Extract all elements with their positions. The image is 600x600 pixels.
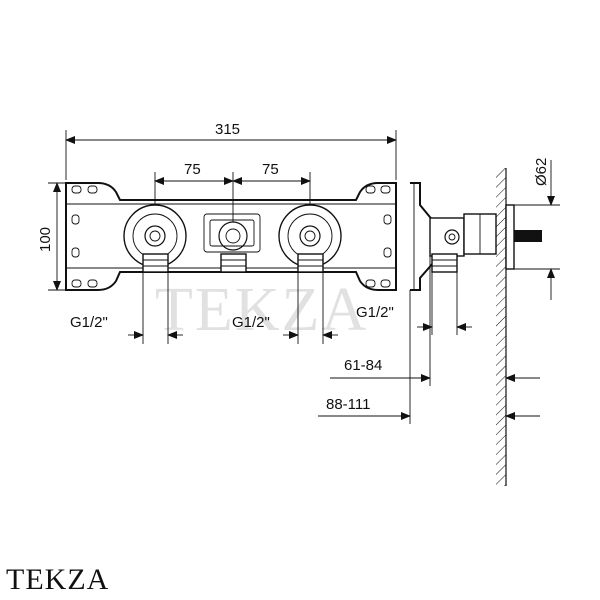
front-view: 315 75 75 100 G1/2" G1/2" [37,121,397,344]
dim-label-diameter: Ø62 [533,158,550,186]
dim-label-315: 315 [215,121,240,138]
center-valve [218,221,248,273]
dim-label-thread-left: G1/2" [70,314,108,331]
watermark-text: TEKZA [155,276,368,344]
dim-label-75-left: 75 [184,161,201,178]
right-valve [278,204,342,273]
dim-label-thread-center: G1/2" [232,314,270,331]
mounting-plate [65,182,397,291]
dim-label-depth-a: 61-84 [344,357,382,374]
side-view: Ø62 G1/2" 61-84 88-111 [318,158,560,486]
dim-label-100: 100 [37,227,54,252]
brand-logo-text: TEKZA [6,563,110,596]
dim-label-thread-side: G1/2" [356,304,394,321]
wall-hatch [496,168,506,486]
mounting-holes [71,185,392,288]
dim-label-depth-b: 88-111 [326,396,370,413]
left-valve [123,204,187,273]
dim-label-75-right: 75 [262,161,279,178]
